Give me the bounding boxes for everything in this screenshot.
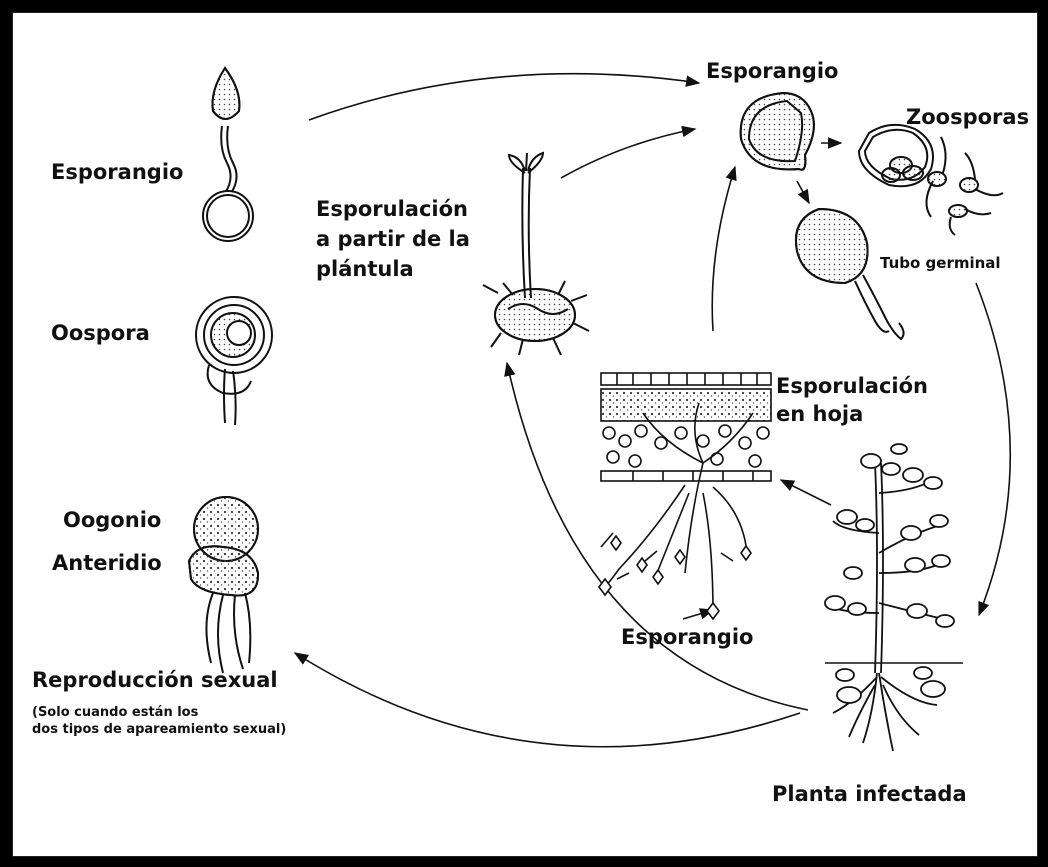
leaf-cross-section-icon: [599, 373, 771, 619]
label-sporangium-leaf: Esporangio: [621, 624, 753, 650]
label-left-sporangium: Esporangio: [51, 159, 183, 185]
label-zoospores: Zoosporas: [906, 104, 1029, 130]
label-antheridium: Anteridio: [52, 550, 162, 576]
label-oospore: Oospora: [51, 320, 150, 346]
pear-sporangium-icon: [203, 68, 253, 241]
arrow-leaf-up-to-sporangium: [712, 167, 735, 331]
label-seedling-sporulation-1: Esporulación: [316, 196, 468, 222]
zoospore-release-icon: [859, 125, 1003, 235]
label-leaf-sporulation-1: Esporulación: [776, 373, 928, 399]
spherical-oospore-icon: [196, 297, 272, 425]
arrow-plant-to-sexual: [295, 653, 800, 747]
infected-plant-icon: [825, 444, 963, 751]
arrow-right-to-plant: [976, 283, 1010, 615]
label-oogonium: Oogonio: [63, 507, 161, 533]
label-germ-tube: Tubo germinal: [880, 254, 1001, 272]
diagram-frame: Esporangio Zoosporas Tubo germinal Espor…: [12, 12, 1038, 857]
germinating-sporangium-icon: [796, 209, 904, 339]
arrow-seedling-to-top: [561, 129, 695, 178]
label-infected-plant: Planta infectada: [772, 781, 967, 807]
arrow-left-sporangium-to-top: [309, 74, 699, 120]
label-leaf-sporulation-2: en hoja: [776, 401, 863, 427]
label-sporangium-top: Esporangio: [706, 58, 838, 84]
label-sexual-reproduction: Reproducción sexual: [32, 667, 278, 693]
arrow-sporangium-to-germination: [797, 181, 809, 203]
label-seedling-sporulation-2: a partir de la: [316, 226, 470, 252]
seedling-tuber-icon: [483, 153, 589, 355]
label-sexual-note-1: (Solo cuando están los: [32, 704, 198, 721]
arrow-plant-to-leaf: [781, 480, 831, 505]
label-sexual-note-2: dos tipos de apareamiento sexual): [32, 721, 286, 738]
label-seedling-sporulation-3: plántula: [316, 256, 414, 282]
pear-sporangium-top-icon: [741, 93, 814, 170]
oogonium-antheridium-icon: [189, 497, 258, 673]
